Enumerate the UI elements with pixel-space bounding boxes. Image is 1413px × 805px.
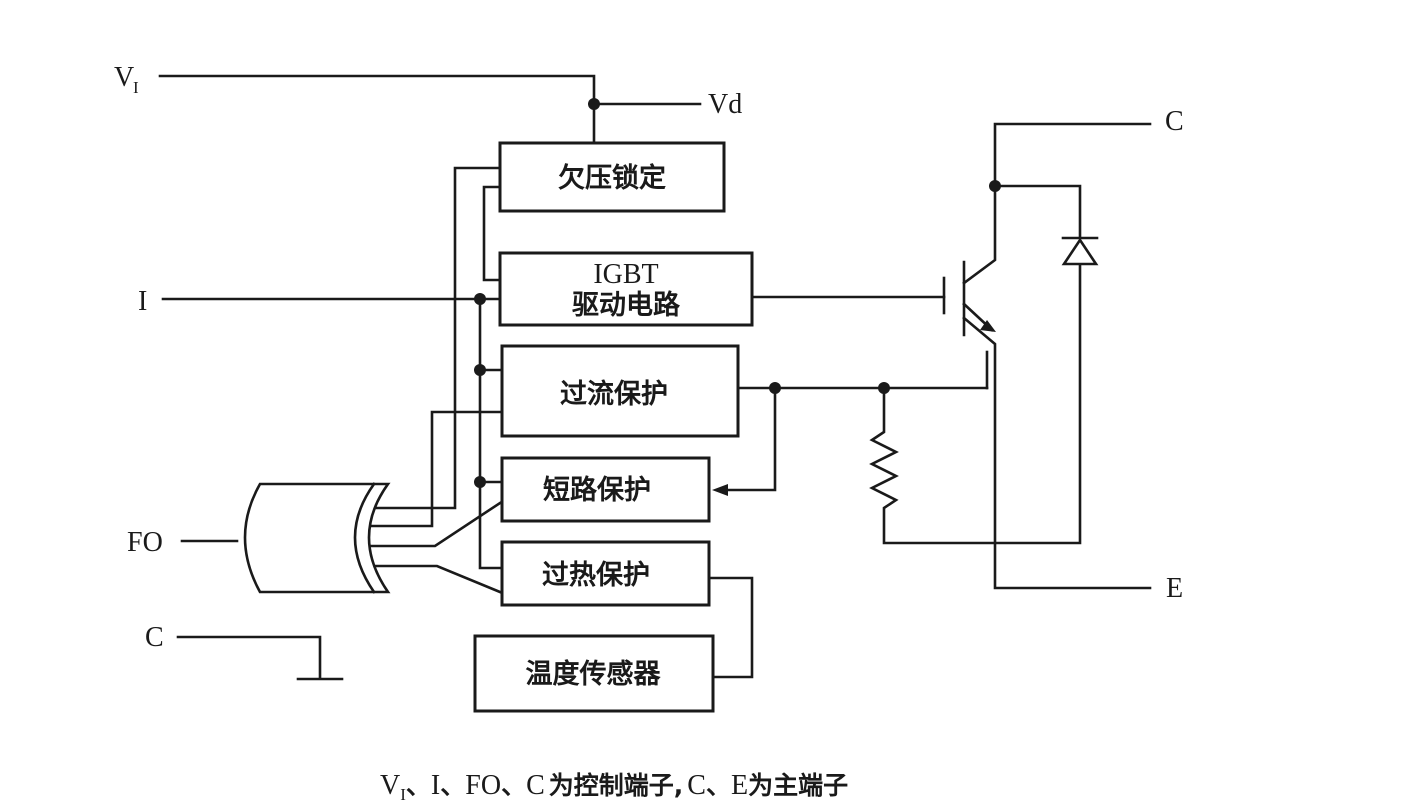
vd-junction-dot (588, 98, 600, 110)
terminal-i-label: I (138, 286, 147, 317)
caption-sep-2: 、 (440, 771, 465, 800)
terminal-c-control-label: C (145, 622, 164, 653)
igbt-driver-label-line2: 驱动电路 (572, 289, 681, 321)
short-circuit-box (500, 456, 711, 523)
overtemp-fault-wire (362, 564, 502, 594)
caption-e: E (731, 770, 748, 801)
temp-sensor-box (473, 634, 715, 713)
temp-sensor-label: 温度传感器 (526, 658, 662, 690)
shortcircuit-arrow-icon (712, 484, 728, 496)
diode-top-wire (993, 184, 1082, 238)
collector-wire (993, 122, 1152, 188)
diode-triangle-icon (1061, 237, 1099, 266)
caption-v-subscript: I (400, 785, 406, 804)
block-over-current: 过流保护 (500, 344, 740, 438)
terminal-fo-label: FO (127, 527, 163, 558)
terminal-vi-text: V (114, 62, 134, 93)
i-junction-dot-3 (474, 476, 486, 488)
fo-gate-body (243, 482, 391, 594)
igbt-collector-lead (962, 184, 997, 285)
caption-sep-3: 、 (501, 771, 526, 800)
current-sense-wiring (712, 350, 989, 496)
c-ground-wire (176, 635, 322, 680)
block-igbt-driver: IGBT 驱动电路 (498, 251, 754, 327)
caption-main-text: 为主端子 (748, 771, 848, 800)
terminal-e-main-label: E (1166, 573, 1183, 604)
terminal-c-main-label: C (1165, 106, 1184, 137)
sense-to-shortcircuit-wire (722, 386, 777, 492)
sensor-to-overtemp-wire (707, 576, 754, 679)
emitter-arrow-icon (980, 320, 996, 332)
i-bus-vertical (478, 297, 502, 570)
terminal-vi-label: V I (114, 62, 139, 97)
caption-control-text: 为控制端子, (549, 771, 684, 800)
sense-resistor (869, 262, 1082, 545)
over-temp-label: 过热保护 (542, 560, 650, 591)
control-ground (176, 635, 344, 681)
caption-v: V (380, 770, 400, 801)
short-circuit-label: 短路保护 (543, 474, 651, 506)
terminal-vi-subscript: I (133, 78, 139, 97)
over-temp-box (500, 540, 711, 607)
uvlo-to-driver-wire (482, 185, 502, 282)
supply-wiring (158, 74, 702, 145)
block-uv-lockout: 欠压锁定 (498, 141, 726, 213)
caption-sep-4: 、 (706, 771, 731, 800)
caption-c: C (526, 770, 545, 801)
resistor-zigzag (869, 262, 1082, 545)
uv-lockout-label: 欠压锁定 (558, 162, 666, 194)
igbt-emitter-lead (962, 316, 1152, 590)
caption-c-main: C (687, 770, 706, 801)
uv-lockout-box (498, 141, 726, 213)
fo-gate-input-arc (353, 482, 376, 594)
uvlo-fault-wire (366, 166, 502, 510)
igbt-driver-box (498, 251, 754, 327)
shortcircuit-fault-wire (356, 501, 502, 548)
fo-logic-gate (243, 482, 391, 594)
i-junction-dot-2 (474, 364, 486, 376)
block-short-circuit: 短路保护 (500, 456, 711, 523)
caption-fo: FO (465, 770, 501, 801)
input-bus-wiring (161, 185, 502, 570)
igbt-transistor (750, 122, 1152, 590)
i-junction-dot-1 (474, 293, 486, 305)
vi-wire (158, 74, 596, 145)
caption-i: I (431, 770, 440, 801)
igbt-driver-label-line1: IGBT (593, 259, 658, 290)
caption-sep-1: 、 (406, 771, 431, 800)
over-current-label: 过流保护 (560, 379, 668, 410)
overcurrent-fault-wire (366, 410, 502, 528)
terminal-vd-label: Vd (708, 89, 742, 120)
fault-output-wiring (180, 166, 502, 594)
block-temp-sensor: 温度传感器 (473, 634, 715, 713)
block-over-temp: 过热保护 (500, 540, 711, 607)
over-current-box (500, 344, 740, 438)
